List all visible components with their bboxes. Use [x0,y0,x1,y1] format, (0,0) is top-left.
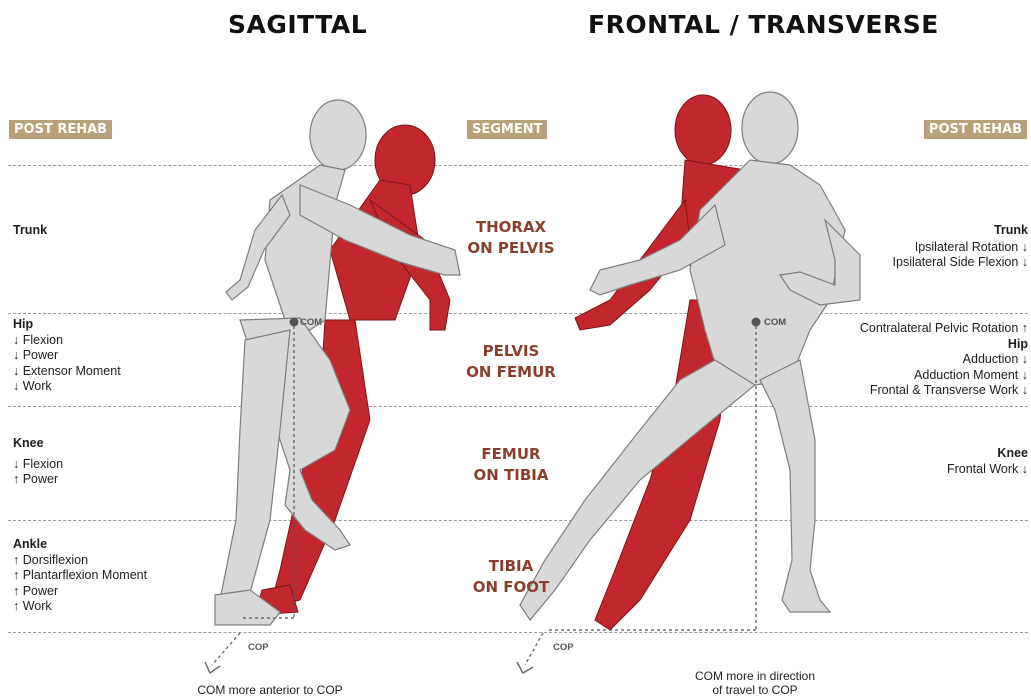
group-title: Knee [13,436,63,452]
group-item: ↑ Dorsiflexion [13,553,147,569]
segment-line: ON PELVIS [455,238,567,259]
group-item: ↑ Work [13,599,147,615]
group-item: Frontal Work ↓ [947,462,1028,478]
cop-label-sagittal: COP [248,642,269,653]
frontal-trunk-group: Trunk Ipsilateral Rotation ↓ Ipsilateral… [893,223,1028,271]
sagittal-ankle-group: Ankle ↑ Dorsiflexion ↑ Plantarflexion Mo… [13,537,147,615]
sagittal-heading: SAGITTAL [228,10,367,39]
group-title: Hip [13,317,121,333]
frontal-hip-group: Contralateral Pelvic Rotation ↑ Hip Addu… [860,321,1028,399]
cop-arrow-frontal [517,633,543,673]
group-title: Ankle [13,537,147,553]
com-marker-frontal [752,318,761,327]
segment-line: ON FEMUR [455,362,567,383]
frontal-knee-group: Knee Frontal Work ↓ [947,446,1028,477]
group-item: ↓ Extensor Moment [13,364,121,380]
group-item: ↑ Plantarflexion Moment [13,568,147,584]
group-item: Contralateral Pelvic Rotation ↑ [860,321,1028,337]
segment-line: THORAX [455,217,567,238]
caption-line: of travel to COP [660,683,850,697]
segment-pelvis-on-femur: PELVIS ON FEMUR [455,341,567,383]
sagittal-hip-group: Hip ↓ Flexion ↓ Power ↓ Extensor Moment … [13,317,121,395]
group-title: Trunk [893,223,1028,239]
sagittal-knee-group: Knee ↓ Flexion ↑ Power [13,436,63,488]
group-item: Ipsilateral Side Flexion ↓ [893,255,1028,271]
segment-tibia-on-foot: TIBIA ON FOOT [455,556,567,598]
post-rehab-tag-right: POST REHAB [924,120,1027,139]
caption-frontal: COM more in direction of travel to COP [660,669,850,697]
segment-line: TIBIA [455,556,567,577]
segment-line: ON TIBIA [455,465,567,486]
group-item: ↑ Power [13,472,63,488]
sagittal-trunk-group: Trunk [13,223,47,239]
frontal-transverse-heading: FRONTAL / TRANSVERSE [588,10,939,39]
group-item: ↓ Flexion [13,333,121,349]
group-item: ↓ Work [13,379,121,395]
group-item: Frontal & Transverse Work ↓ [860,383,1028,399]
post-rehab-tag-left: POST REHAB [9,120,112,139]
cop-label-frontal: COP [553,642,574,653]
com-marker-sagittal [290,318,299,327]
segment-tag: SEGMENT [467,120,547,139]
cop-arrow-sagittal [205,633,240,673]
segment-thorax-on-pelvis: THORAX ON PELVIS [455,217,567,259]
segment-line: ON FOOT [455,577,567,598]
group-item: Adduction ↓ [860,352,1028,368]
com-label-frontal: COM [764,317,786,328]
segment-line: PELVIS [455,341,567,362]
group-item: ↑ Power [13,584,147,600]
com-label-sagittal: COM [300,317,322,328]
group-item: Adduction Moment ↓ [860,368,1028,384]
caption-line: COM more in direction [660,669,850,683]
group-item: ↓ Power [13,348,121,364]
caption-sagittal: COM more anterior to COP [150,683,390,697]
segment-femur-on-tibia: FEMUR ON TIBIA [455,444,567,486]
segment-line: FEMUR [455,444,567,465]
group-item: Ipsilateral Rotation ↓ [893,240,1028,256]
group-title: Hip [860,337,1028,353]
group-title: Trunk [13,223,47,239]
group-item: ↓ Flexion [13,457,63,473]
group-title: Knee [947,446,1028,462]
